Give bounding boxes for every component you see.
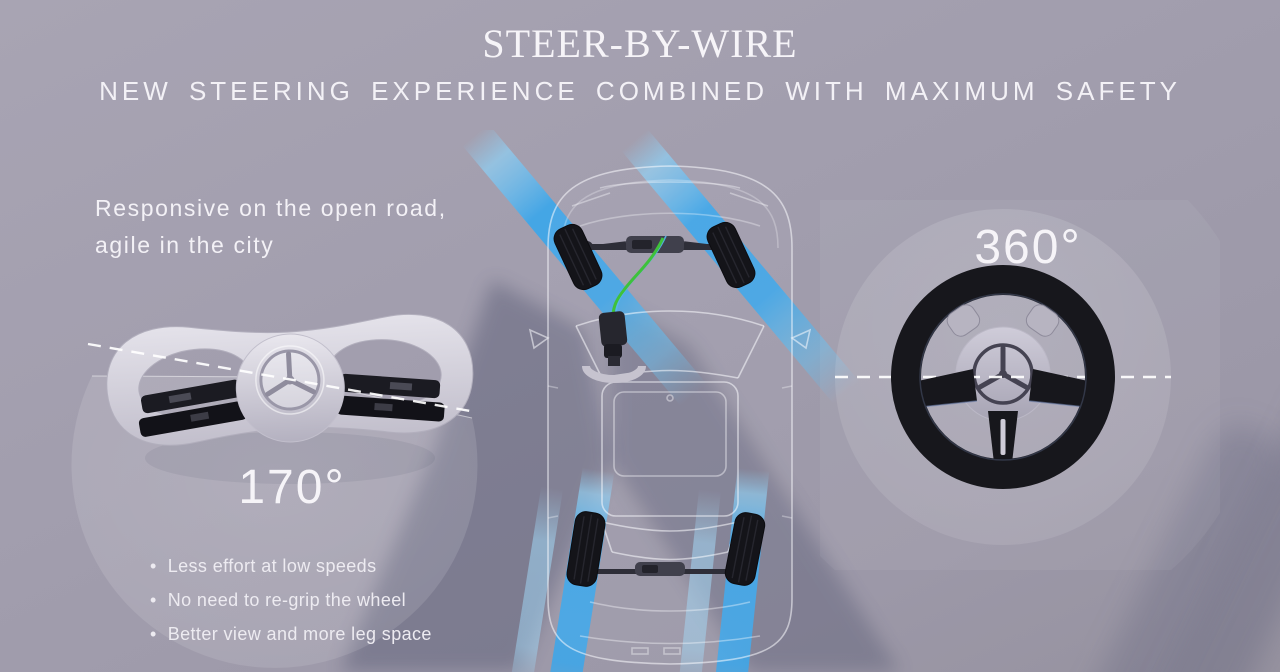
- intro-text: Responsive on the open road, agile in th…: [95, 195, 447, 258]
- wheel-spokes: [918, 369, 1088, 463]
- paddle-spokes-right: [336, 373, 445, 422]
- steering-column: [582, 311, 646, 383]
- side-mirror-right: [790, 328, 812, 350]
- side-mirror-left: [528, 328, 550, 350]
- wheel-rim: [891, 265, 1115, 489]
- bottom-spoke-slot: [1000, 419, 1006, 455]
- front-wheel-right: [706, 221, 756, 289]
- paddle-shifter-right: [1025, 304, 1060, 337]
- rear-wheel-left: [566, 511, 606, 587]
- rotation-angle-left: 170°: [238, 461, 346, 514]
- page-title: STEER-BY-WIRE: [482, 21, 798, 66]
- benefit-item: Better view and more leg space: [150, 624, 432, 645]
- front-axle-steering-rack: [580, 236, 730, 253]
- paddle-shifter-left: [946, 304, 981, 337]
- benefit-item: No need to re-grip the wheel: [150, 590, 432, 611]
- rear-axle-steering-rack: [590, 562, 740, 576]
- car-body-outline: [528, 165, 812, 665]
- rear-wheel-right: [724, 512, 766, 586]
- rotation-angle-right: 360°: [974, 221, 1082, 274]
- front-wheel-left: [553, 223, 603, 291]
- page-subtitle: NEW STEERING EXPERIENCE COMBINED WITH MA…: [99, 76, 1181, 106]
- signal-wire: [611, 235, 667, 315]
- round-wheel-panel: [820, 200, 1220, 570]
- benefits-list: Less effort at low speeds No need to re-…: [150, 556, 432, 658]
- benefit-item: Less effort at low speeds: [150, 556, 432, 577]
- paddle-spokes-left: [138, 379, 247, 437]
- round-steering-wheel: [835, 265, 1171, 489]
